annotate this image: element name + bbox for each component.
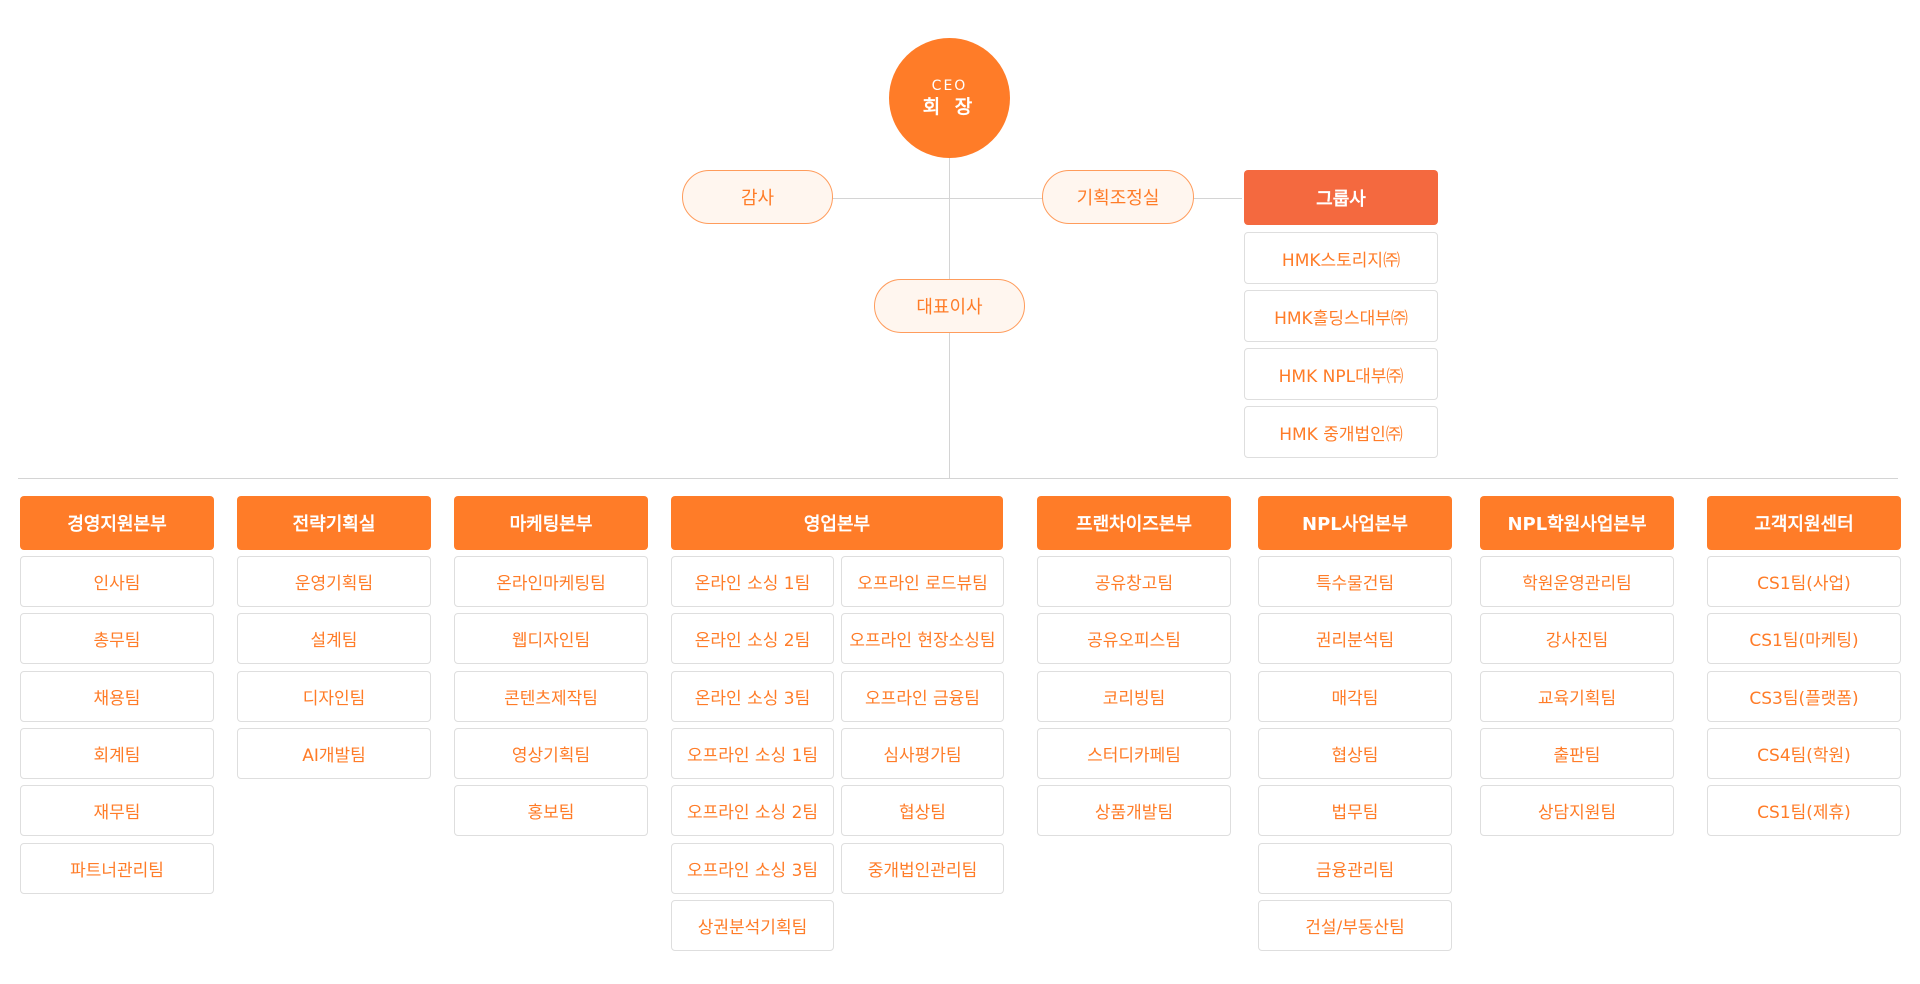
team-item: 오프라인 소싱 3팀 — [671, 842, 834, 894]
team-item: 콘텐츠제작팀 — [454, 670, 648, 722]
team-item: 코리빙팀 — [1037, 670, 1231, 722]
team-item: 공유오피스팀 — [1037, 613, 1231, 665]
team-item: 오프라인 금융팀 — [841, 670, 1004, 722]
group-company-item: HMK스토리지㈜ — [1244, 232, 1438, 284]
department-header: NPL학원사업본부 — [1480, 496, 1674, 550]
planning-office-node: 기획조정실 — [1042, 170, 1194, 224]
team-item: 학원운영관리팀 — [1480, 556, 1674, 607]
department-header: 고객지원센터 — [1707, 496, 1901, 550]
team-item: 재무팀 — [20, 785, 214, 837]
team-item: 총무팀 — [20, 613, 214, 665]
team-item: 강사진팀 — [1480, 613, 1674, 665]
team-item: 법무팀 — [1258, 785, 1452, 837]
connector-top-horizontal — [830, 198, 1242, 199]
team-item: 웹디자인팀 — [454, 613, 648, 665]
team-item: 오프라인 소싱 2팀 — [671, 785, 834, 837]
team-item: 협상팀 — [841, 785, 1004, 837]
team-item: 권리분석팀 — [1258, 613, 1452, 665]
team-item: 상품개발팀 — [1037, 785, 1231, 837]
team-item: 금융관리팀 — [1258, 842, 1452, 894]
team-item: 온라인 소싱 3팀 — [671, 670, 834, 722]
group-company-item: HMK 중개법인㈜ — [1244, 406, 1438, 458]
audit-node: 감사 — [682, 170, 833, 224]
team-item: 매각팀 — [1258, 670, 1452, 722]
team-item: 영상기획팀 — [454, 727, 648, 779]
team-item: 오프라인 로드뷰팀 — [841, 556, 1004, 607]
team-item: 협상팀 — [1258, 727, 1452, 779]
team-item: 운영기획팀 — [237, 556, 431, 607]
team-item: CS1팀(제휴) — [1707, 785, 1901, 837]
team-item: 출판팀 — [1480, 727, 1674, 779]
team-item: 온라인마케팅팀 — [454, 556, 648, 607]
team-item: 특수물건팀 — [1258, 556, 1452, 607]
team-item: 채용팀 — [20, 670, 214, 722]
ceo-rep-node: 대표이사 — [874, 279, 1025, 333]
group-company-item: HMK NPL대부㈜ — [1244, 348, 1438, 400]
team-item: 교육기획팀 — [1480, 670, 1674, 722]
team-item: 상담지원팀 — [1480, 785, 1674, 837]
department-header: 전략기획실 — [237, 496, 431, 550]
group-company-item: HMK홀딩스대부㈜ — [1244, 290, 1438, 342]
team-item: CS1팀(사업) — [1707, 556, 1901, 607]
team-item: 심사평가팀 — [841, 727, 1004, 779]
department-header: 마케팅본부 — [454, 496, 648, 550]
group-companies-header: 그룹사 — [1244, 170, 1438, 225]
department-header: NPL사업본부 — [1258, 496, 1452, 550]
team-item: CS3팀(플랫폼) — [1707, 670, 1901, 722]
ceo-node: CEO 회 장 — [889, 38, 1010, 158]
team-item: 인사팀 — [20, 556, 214, 607]
team-item: 온라인 소싱 1팀 — [671, 556, 834, 607]
department-header: 프랜차이즈본부 — [1037, 496, 1231, 550]
team-item: 상권분석기획팀 — [671, 899, 834, 951]
team-item: 디자인팀 — [237, 670, 431, 722]
team-item: 설계팀 — [237, 613, 431, 665]
team-item: 회계팀 — [20, 727, 214, 779]
ceo-label-ko: 회 장 — [922, 96, 977, 118]
team-item: 오프라인 소싱 1팀 — [671, 727, 834, 779]
team-item: 공유창고팀 — [1037, 556, 1231, 607]
team-item: 건설/부동산팀 — [1258, 899, 1452, 951]
team-item: 홍보팀 — [454, 785, 648, 837]
team-item: 중개법인관리팀 — [841, 842, 1004, 894]
ceo-label-en: CEO — [931, 78, 968, 94]
team-item: 온라인 소싱 2팀 — [671, 613, 834, 665]
team-item: 스터디카페팀 — [1037, 727, 1231, 779]
team-item: AI개발팀 — [237, 727, 431, 779]
team-item: CS4팀(학원) — [1707, 727, 1901, 779]
connector-bottom-horizontal — [18, 478, 1898, 479]
team-item: CS1팀(마케팅) — [1707, 613, 1901, 665]
department-header: 경영지원본부 — [20, 496, 214, 550]
team-item: 파트너관리팀 — [20, 842, 214, 894]
team-item: 오프라인 현장소싱팀 — [841, 613, 1004, 665]
department-header: 영업본부 — [671, 496, 1003, 550]
